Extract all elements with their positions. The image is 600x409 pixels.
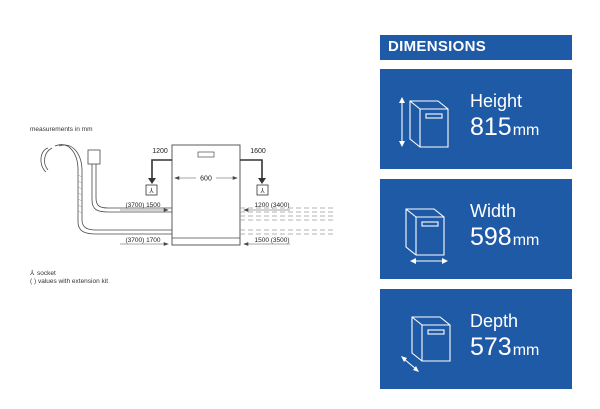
hose-hatch (77, 174, 83, 214)
depth-value-wrap: 573mm (470, 333, 570, 362)
left-top-label: 1200 (152, 148, 168, 155)
installation-diagram: measurements in mm 600 ⅄ 1200 (29, 126, 334, 285)
left-socket (145, 184, 158, 196)
hose-dimension-arrows (120, 208, 290, 246)
dishwasher-height-icon (392, 87, 462, 155)
socket-legend-icon: ⅄ (29, 269, 35, 277)
measurements-note: measurements in mm (30, 126, 93, 133)
depth-label: Depth (470, 311, 519, 331)
dimensions-header: DIMENSIONS (380, 35, 572, 60)
height-value: 815 (470, 113, 512, 141)
depth-unit: mm (512, 342, 540, 359)
right-top-label: 1600 (250, 148, 266, 155)
dishwasher-width-icon (392, 197, 462, 265)
inlet-hose (87, 149, 172, 213)
width-value-wrap: 598mm (470, 223, 570, 252)
depth-value: 573 (470, 333, 512, 361)
left-mid-label: (3700) 1500 (125, 202, 160, 209)
drain-hose (40, 144, 172, 235)
socket-legend: socket (37, 270, 56, 277)
right-hose-dashed (240, 207, 334, 235)
depth-card: Depth 573mm (380, 289, 572, 389)
svg-text:⅄: ⅄ (259, 187, 265, 195)
width-value: 598 (470, 223, 512, 251)
left-bottom-label: (3700) 1700 (125, 237, 160, 244)
right-socket-arrow (240, 159, 263, 180)
width-unit: mm (512, 232, 540, 249)
height-value-wrap: 815mm (470, 113, 570, 142)
svg-text:⅄: ⅄ (148, 187, 154, 195)
dishwasher-outline (171, 144, 241, 246)
dishwasher-depth-icon (392, 307, 462, 375)
right-socket (256, 184, 269, 196)
right-bottom-label: 1500 (3500) (254, 237, 289, 244)
width-card: Width 598mm (380, 179, 572, 279)
width-label: Width (470, 201, 517, 221)
left-socket-arrow (151, 159, 172, 180)
right-mid-label: 1200 (3400) (254, 202, 289, 209)
width-label: 600 (200, 176, 212, 183)
height-unit: mm (512, 122, 540, 139)
height-label: Height (470, 91, 523, 111)
extension-legend: ( ) values with extension kit (30, 278, 108, 285)
dimensions-title: DIMENSIONS (388, 38, 487, 55)
height-card: Height 815mm (380, 69, 572, 169)
control-panel (197, 151, 215, 158)
